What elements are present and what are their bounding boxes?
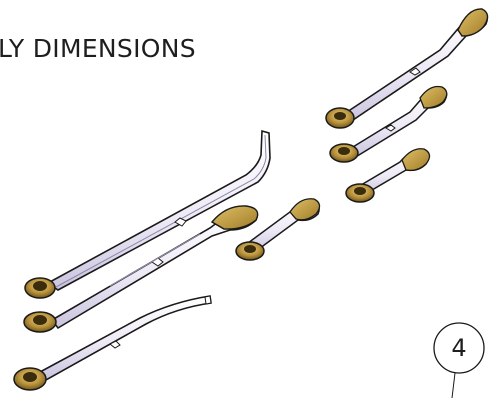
- item-balloon: [433, 322, 485, 398]
- balloon-number: 4: [451, 334, 467, 362]
- pad-rod-part-right: [329, 85, 448, 163]
- drawing-heading: LY DIMENSIONS: [0, 34, 196, 63]
- short-pad-part-right: [345, 148, 431, 203]
- pad-rod-part-top: [325, 8, 489, 129]
- curved-rod-part: [13, 295, 212, 391]
- bent-rod-part: [24, 129, 271, 299]
- short-pad-part-middle: [235, 198, 321, 261]
- pad-rod-part-large: [23, 205, 259, 333]
